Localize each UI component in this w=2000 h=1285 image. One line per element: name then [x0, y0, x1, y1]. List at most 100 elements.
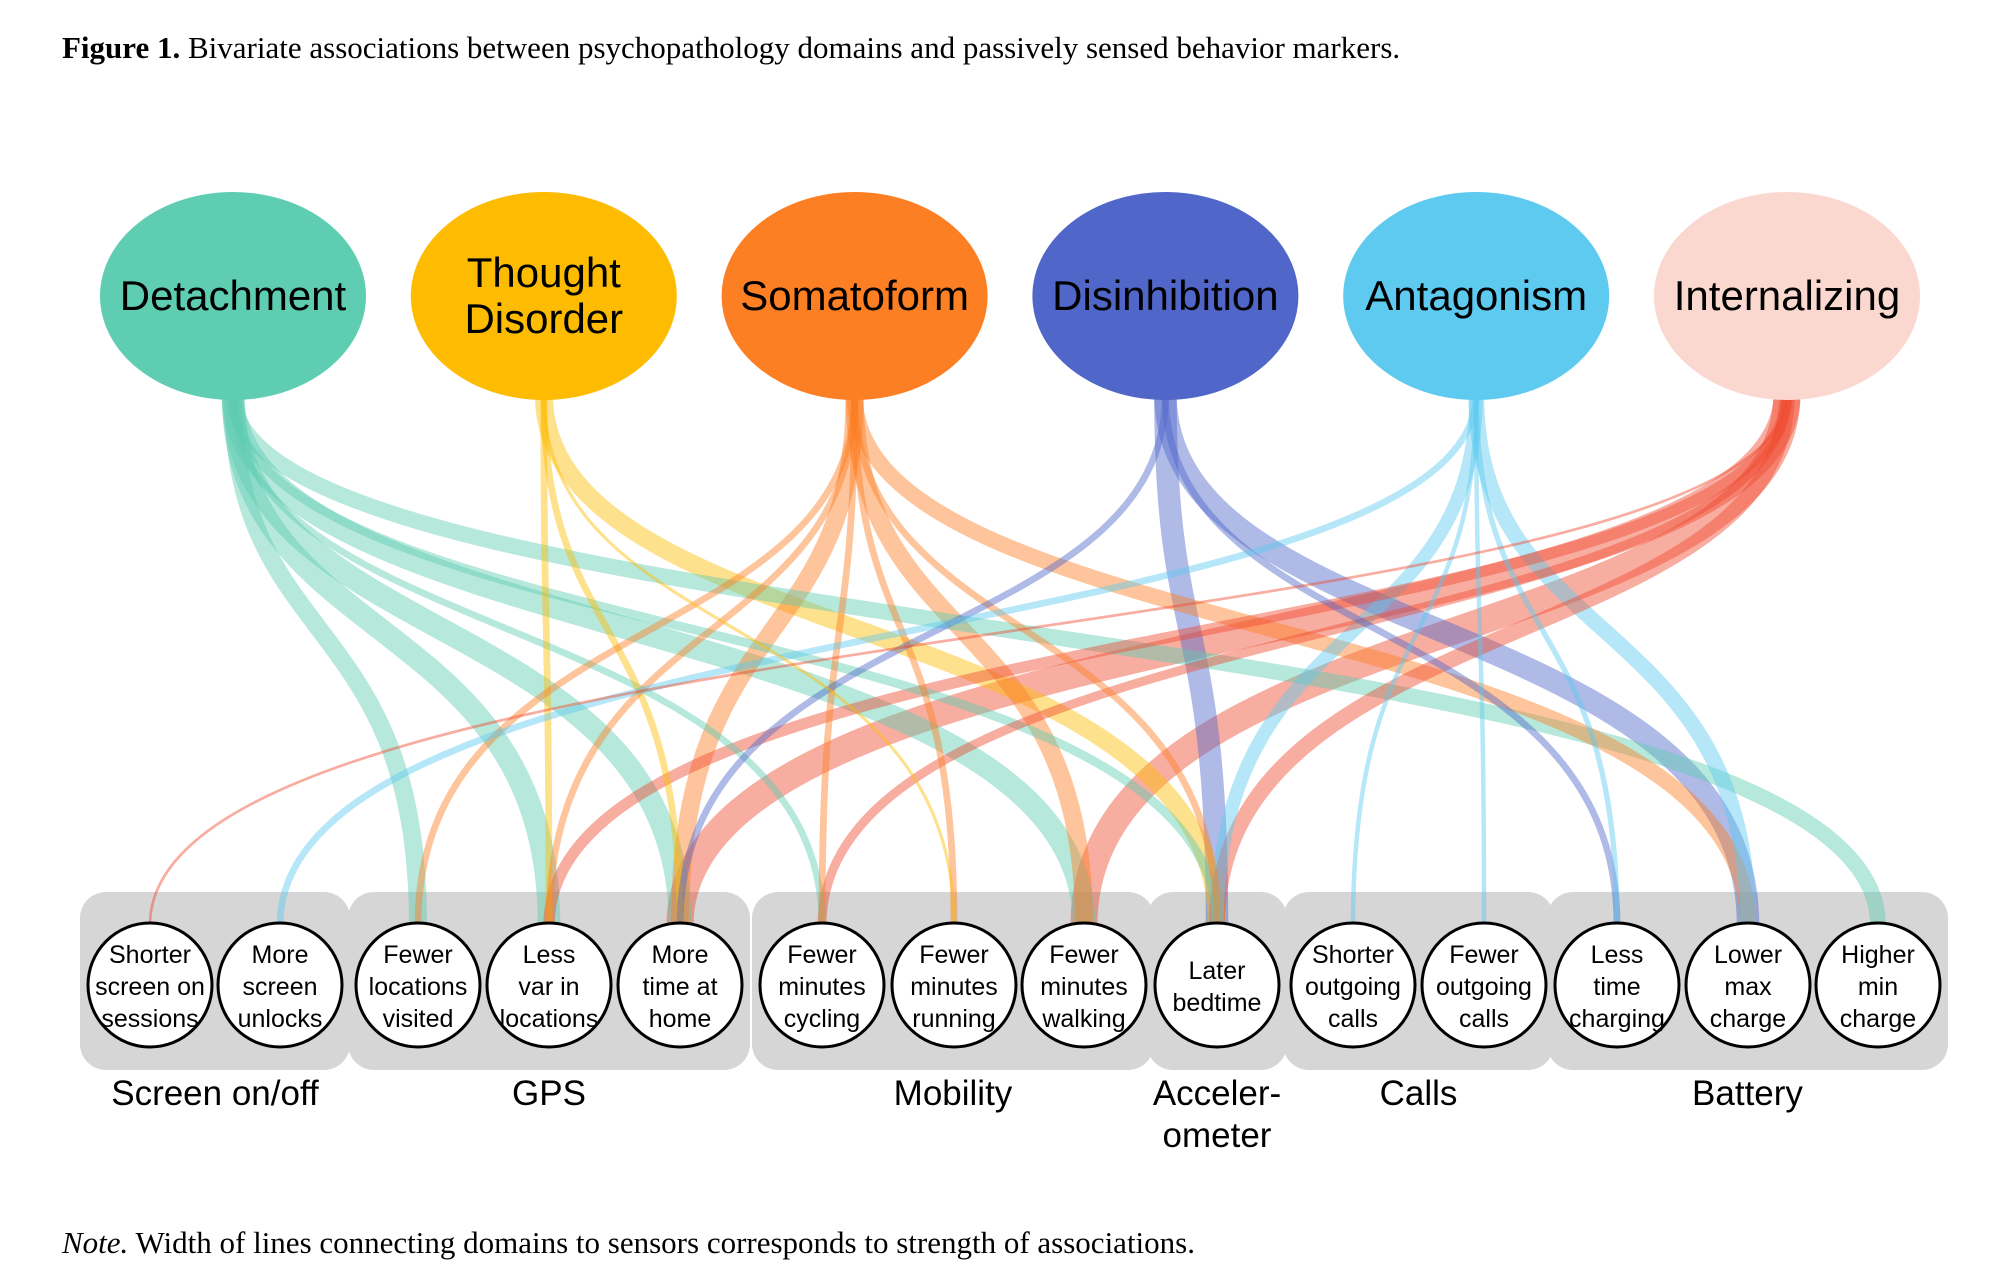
- link-detachment-more_home: [221, 393, 692, 926]
- sensor-label: outgoing: [1305, 973, 1401, 1001]
- link-somatoform-less_var: [545, 393, 858, 926]
- domain-ellipse: [100, 192, 366, 400]
- link-thought-less_var: [540, 393, 553, 926]
- link-detachment-less_var: [221, 393, 561, 926]
- sensor-label: More: [252, 941, 309, 969]
- sensor-label: visited: [383, 1005, 454, 1033]
- sensor-label: minutes: [1040, 973, 1128, 1001]
- link-internalizing-walking: [1070, 393, 1801, 926]
- sensor-label: Less: [523, 941, 576, 969]
- link-antagonism-lower_max: [1468, 393, 1756, 926]
- sensor-label: var in: [518, 973, 579, 1001]
- domain-node-antagonism: Antagonism: [1343, 192, 1610, 400]
- sensor-circle: [354, 921, 482, 1049]
- sensor-group-label-mobility: Mobility: [894, 1074, 1013, 1113]
- link-somatoform-more_home: [671, 393, 864, 926]
- link-thought-more_home: [540, 393, 684, 926]
- sensor-label: locations: [500, 1005, 599, 1033]
- sensor-group-label-gps: GPS: [512, 1074, 586, 1113]
- sensor-group-label-calls: Calls: [1380, 1074, 1458, 1113]
- sensor-label: Higher: [1841, 941, 1915, 969]
- sensor-node-more_home: More time at home: [616, 921, 744, 1049]
- sensor-node-less_charging: Less time charging: [1553, 921, 1681, 1049]
- sensor-label: calls: [1328, 1005, 1378, 1033]
- domain-label: Thought: [467, 249, 621, 296]
- sensor-label: unlocks: [238, 1005, 323, 1033]
- link-detachment-bedtime: [228, 393, 1222, 926]
- sensor-group-label-accel: ometer: [1163, 1116, 1272, 1155]
- link-internalizing-cycling: [817, 393, 1792, 926]
- sensor-circle: [1684, 921, 1812, 1049]
- link-disinhibition-less_charging: [1162, 393, 1621, 926]
- domain-label: Detachment: [120, 272, 347, 319]
- sensor-circle: [1153, 921, 1281, 1049]
- figure-caption: Figure 1. Bivariate associations between…: [62, 30, 1400, 66]
- domain-node-detachment: Detachment: [100, 192, 366, 400]
- figure-label: Figure 1.: [62, 30, 181, 65]
- sensor-label: max: [1724, 973, 1772, 1001]
- domain-label: Antagonism: [1365, 272, 1587, 319]
- link-somatoform-lower_max: [846, 393, 1756, 926]
- sensor-label: time: [1593, 973, 1640, 1001]
- domain-ellipse: [1032, 192, 1299, 400]
- sensor-label: home: [649, 1005, 712, 1033]
- sensor-circle: [485, 921, 613, 1049]
- sensor-label: time at: [642, 973, 717, 1001]
- sensor-label: More: [652, 941, 709, 969]
- link-thought-running: [542, 393, 956, 926]
- link-internalizing-shorter_screen: [148, 393, 1789, 926]
- sensor-circle: [890, 921, 1018, 1049]
- sensor-label: Fewer: [1449, 941, 1518, 969]
- domain-label: Somatoform: [740, 272, 969, 319]
- domain-ellipse: [410, 192, 677, 400]
- sensor-label: charge: [1840, 1005, 1916, 1033]
- sensor-circle: [1814, 921, 1942, 1049]
- link-antagonism-bedtime: [1210, 393, 1483, 926]
- sensor-label: Shorter: [1312, 941, 1394, 969]
- sensor-circle: [616, 921, 744, 1049]
- sensor-circle: [1289, 921, 1417, 1049]
- sensor-label: charging: [1569, 1005, 1665, 1033]
- link-somatoform-bedtime: [851, 393, 1221, 926]
- sensor-group-label-battery: Battery: [1692, 1074, 1803, 1113]
- link-somatoform-fewer_locations: [414, 393, 858, 926]
- sensor-label: running: [912, 1005, 995, 1033]
- association-links: [148, 393, 1886, 926]
- sensor-group-label-screen: Screen on/off: [111, 1074, 319, 1113]
- figure-note: Note. Width of lines connecting domains …: [62, 1225, 1195, 1261]
- sensor-label: min: [1858, 973, 1898, 1001]
- domain-label: Internalizing: [1674, 272, 1900, 319]
- link-antagonism-shorter_calls: [1350, 393, 1479, 926]
- sensor-label: bedtime: [1173, 989, 1262, 1017]
- domain-ellipse: [721, 192, 988, 400]
- note-text: Width of lines connecting domains to sen…: [135, 1225, 1195, 1260]
- link-somatoform-cycling: [818, 393, 858, 926]
- link-antagonism-fewer_calls: [1473, 393, 1487, 926]
- domain-ellipse: [1343, 192, 1610, 400]
- sensor-label: minutes: [778, 973, 866, 1001]
- domain-node-somatoform: Somatoform: [721, 192, 988, 400]
- sensor-group-label-accel: Acceler-: [1153, 1074, 1281, 1113]
- link-antagonism-more_unlocks: [276, 393, 1480, 926]
- sensor-label: calls: [1459, 1005, 1509, 1033]
- link-detachment-fewer_locations: [224, 393, 427, 926]
- sensor-node-less_var: Less var in locations: [485, 921, 613, 1049]
- link-internalizing-more_home: [666, 393, 1801, 926]
- sensor-label: Less: [1591, 941, 1644, 969]
- link-disinhibition-more_home: [676, 393, 1169, 926]
- link-antagonism-less_charging: [1473, 393, 1620, 926]
- domain-label: Disorder: [464, 295, 623, 342]
- link-detachment-higher_min: [225, 393, 1886, 926]
- domain-ellipse: [1654, 192, 1920, 400]
- sensor-label: Fewer: [383, 941, 452, 969]
- sensor-circle: [1420, 921, 1548, 1049]
- sensor-circle: [1553, 921, 1681, 1049]
